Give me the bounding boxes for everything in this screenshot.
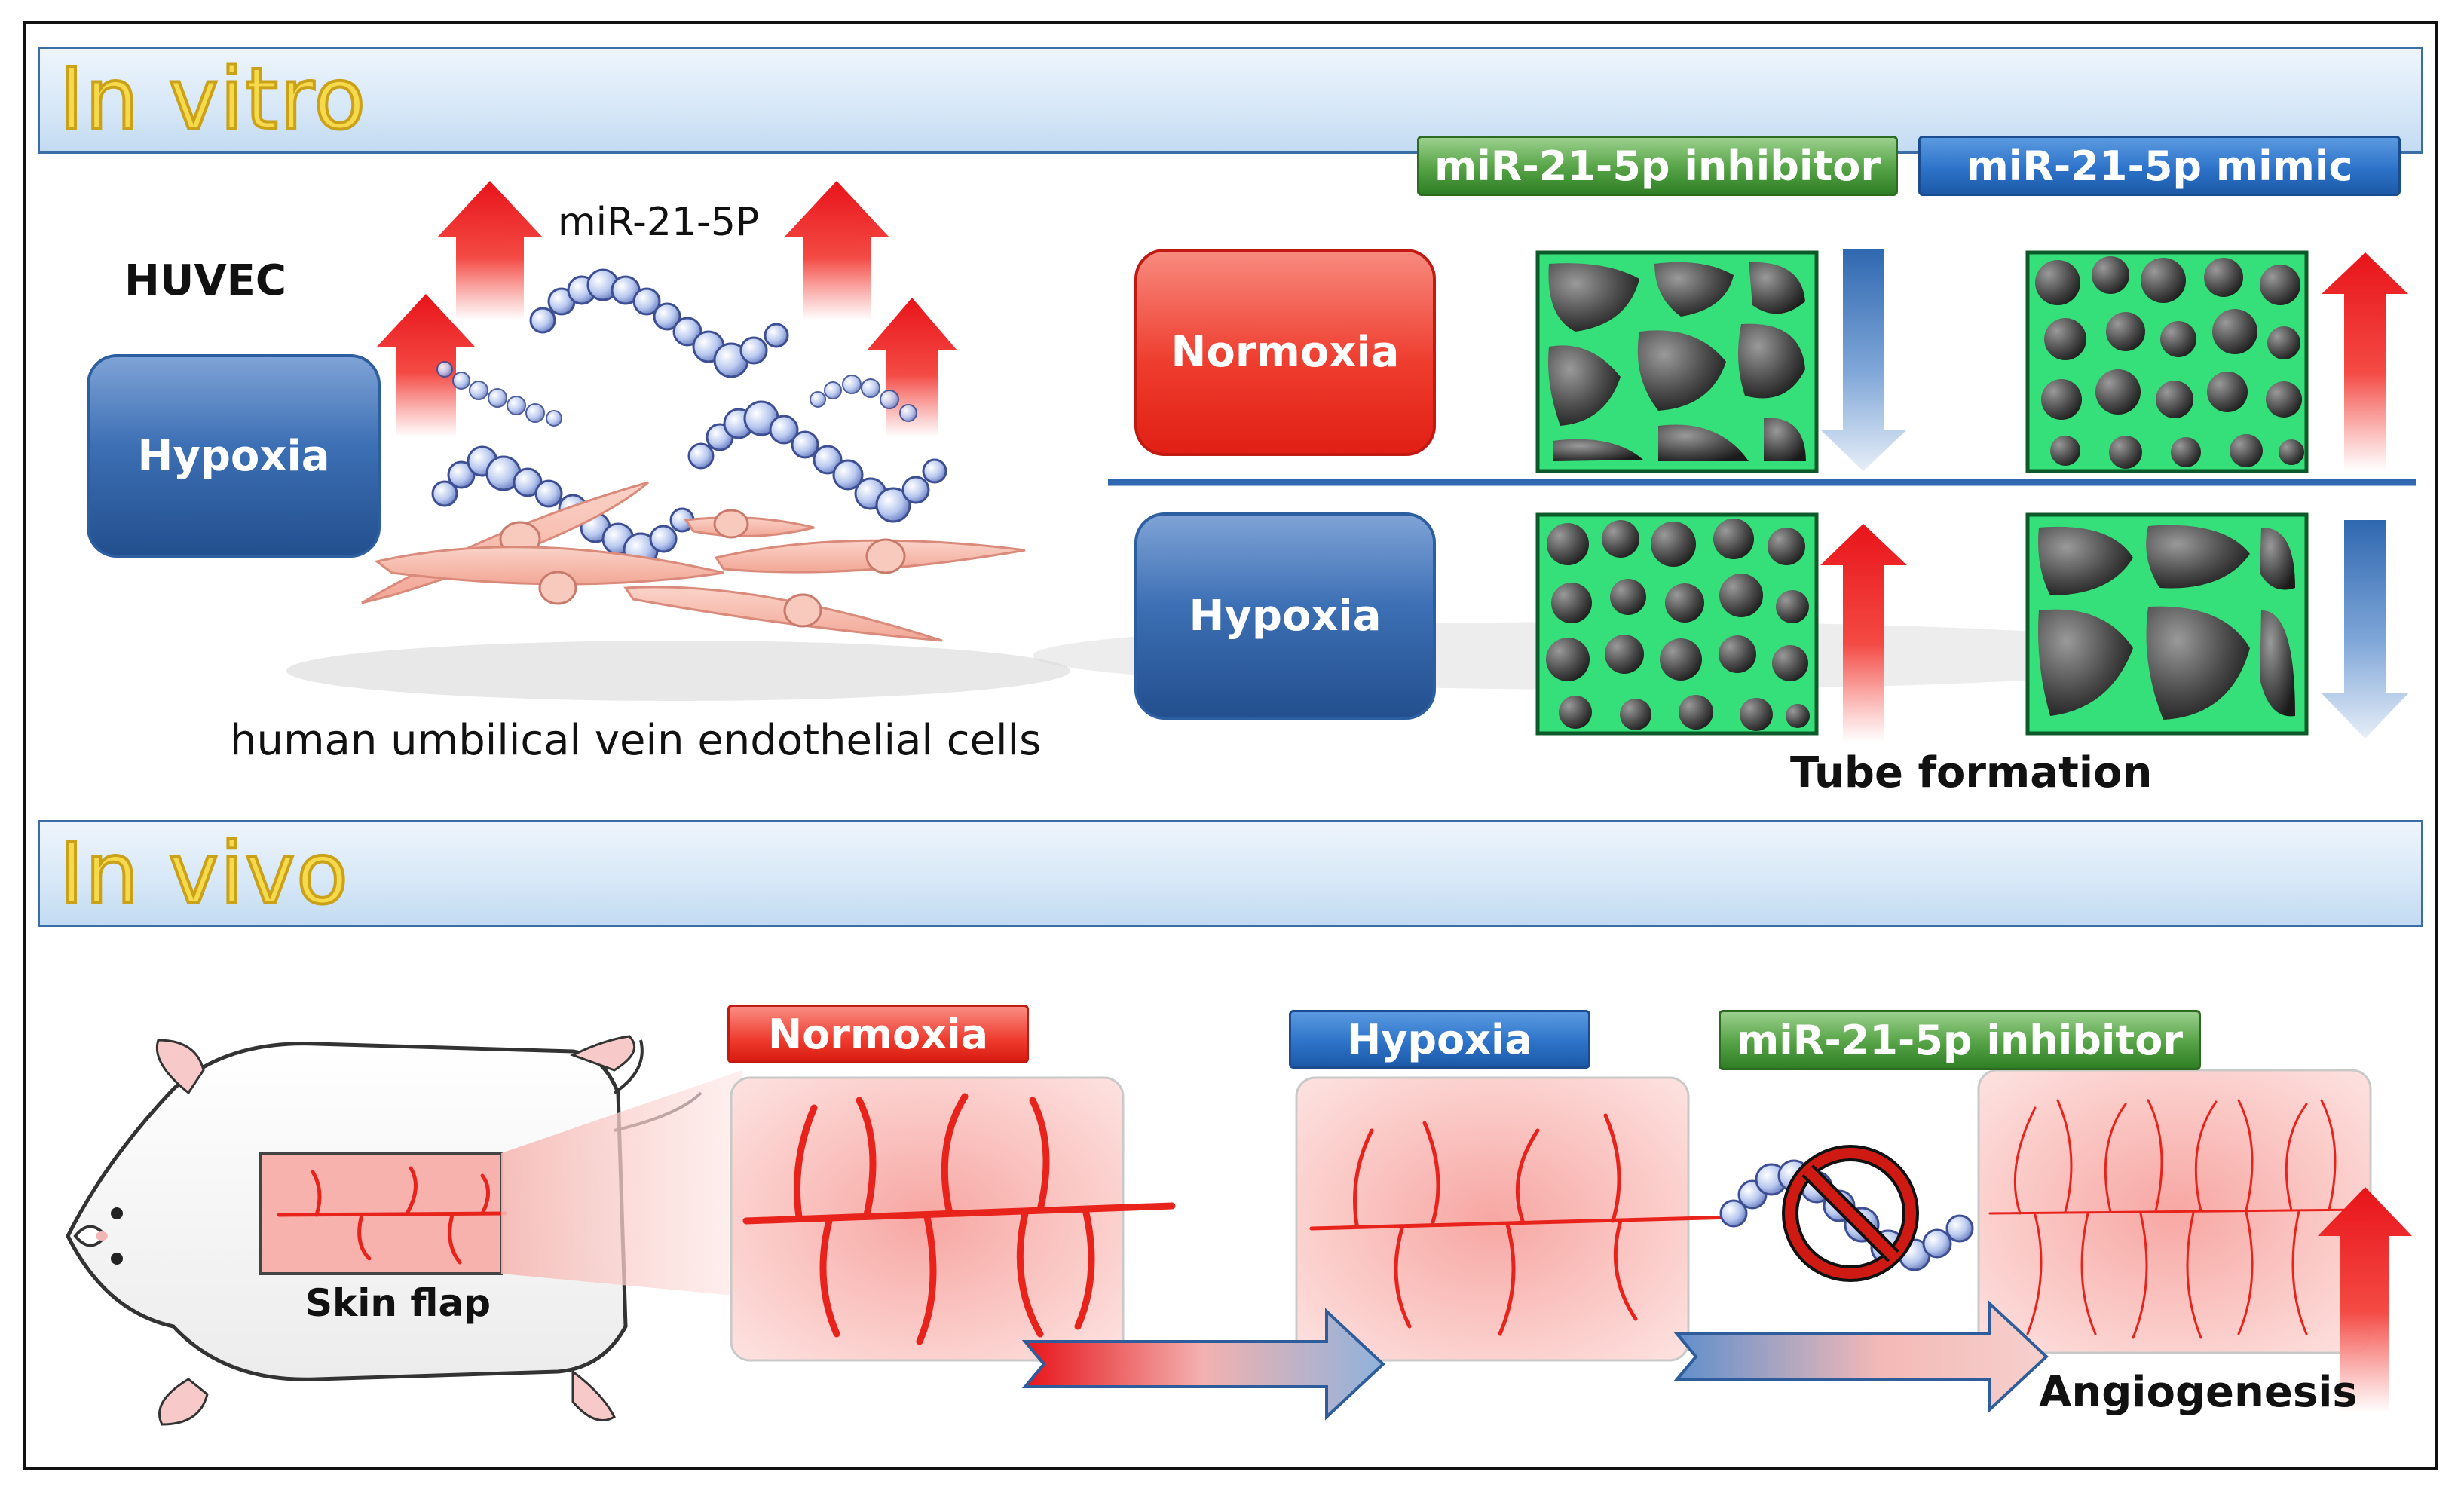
tube-formation-label: Tube formation [1790, 748, 2153, 797]
normoxia-tag: Normoxia [727, 1005, 1029, 1063]
in-vitro-title: In vitro [57, 50, 368, 148]
normoxia-row-box: Normoxia [1134, 249, 1436, 456]
tube-formation-image [1535, 512, 1819, 736]
mirna-label: miR-21-5P [558, 200, 760, 245]
flow-arrow-icon [1673, 1300, 2049, 1413]
up-arrow-icon [2318, 1187, 2412, 1413]
tube-formation-image [2025, 512, 2309, 736]
inhibitor-tag: miR-21-5p inhibitor [1417, 136, 1898, 196]
endothelial-cell-icon [374, 546, 724, 605]
inhibitor-vessel-panel [1977, 1069, 2372, 1354]
down-arrow-icon [2322, 520, 2408, 739]
flow-arrow-icon [1021, 1308, 1385, 1421]
hypoxia-row-box: Hypoxia [1134, 512, 1436, 720]
huvec-label: HUVEC [124, 256, 287, 305]
angiogenesis-label: Angiogenesis [2039, 1368, 2358, 1417]
tube-formation-image [1535, 250, 1819, 473]
figure-border [23, 21, 2438, 1470]
prohibited-icon [1782, 1145, 1919, 1282]
hypoxia-tag: Hypoxia [1289, 1010, 1590, 1069]
mirna-chain-icon [431, 445, 695, 568]
up-arrow-icon [1820, 524, 1907, 742]
vessel-network [277, 1166, 507, 1265]
up-arrow-icon [2322, 252, 2408, 471]
in-vivo-header-bar [38, 820, 2423, 927]
tube-formation-image [2025, 250, 2309, 473]
mimic-tag: miR-21-5p mimic [1918, 136, 2401, 196]
in-vivo-title: In vivo [57, 825, 350, 923]
inhibitor-tag: miR-21-5p inhibitor [1719, 1010, 2201, 1070]
mirna-chain-icon [529, 268, 789, 378]
up-arrow-icon [437, 181, 543, 320]
hypoxia-box: Hypoxia [87, 354, 381, 558]
mirna-chain-icon [436, 361, 562, 427]
endothelial-cell-icon [684, 509, 815, 539]
normoxia-vessel-panel [730, 1076, 1176, 1362]
up-arrow-icon [784, 181, 889, 320]
shadow-reflection [286, 641, 1070, 701]
zoom-beam [501, 1070, 742, 1296]
mirna-chain-icon [810, 375, 917, 422]
endothelial-cell-icon [714, 538, 1026, 574]
down-arrow-icon [1820, 249, 1907, 471]
skin-flap-label: Skin flap [305, 1281, 491, 1325]
hypoxia-vessel-panel [1295, 1076, 1736, 1362]
up-arrow-icon [377, 294, 475, 437]
endothelial-cell-icon [623, 586, 943, 642]
mirna-chain-icon [687, 400, 947, 523]
huvec-caption: human umbilical vein endothelial cells [230, 716, 1042, 765]
